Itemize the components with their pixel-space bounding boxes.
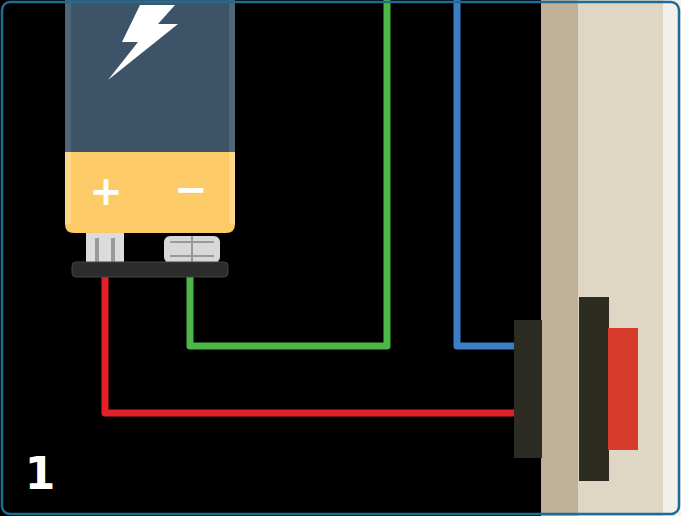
switch-plate	[579, 297, 609, 481]
wall	[541, 0, 581, 516]
battery-edge	[229, 0, 235, 152]
battery-body	[65, 0, 235, 233]
battery-edge	[65, 152, 71, 224]
polarity-sign: +	[89, 171, 123, 211]
positive-terminal	[99, 238, 111, 263]
polarity-sign: −	[174, 169, 208, 209]
battery-edge	[229, 152, 235, 224]
positive-terminal	[95, 238, 115, 263]
wall	[578, 0, 665, 516]
battery-edge	[65, 0, 71, 152]
switch-body	[514, 320, 542, 458]
negative-terminal	[191, 236, 193, 263]
lightning-bolt	[108, 5, 178, 80]
callout-number: 1	[25, 452, 56, 496]
battery-top	[65, 0, 235, 152]
positive-terminal	[86, 233, 124, 263]
switch-button	[608, 328, 638, 450]
blue-wire	[457, 0, 518, 346]
negative-terminal	[164, 236, 220, 263]
battery-holder	[72, 262, 228, 277]
